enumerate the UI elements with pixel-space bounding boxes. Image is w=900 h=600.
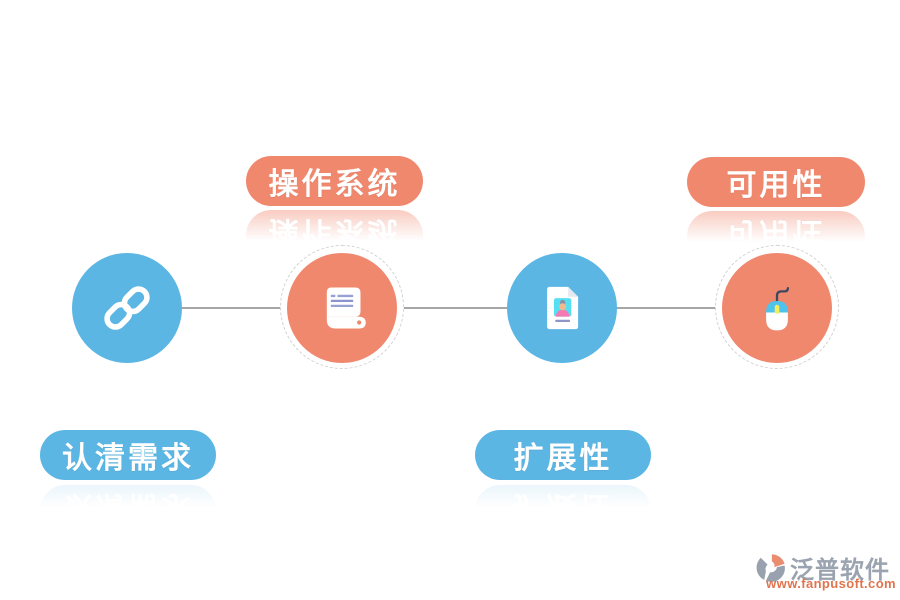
pill-recognize-needs-label: 认清需求: [62, 442, 194, 475]
computer-mouse-icon: [766, 287, 790, 331]
connector-line: [127, 307, 777, 309]
pill-operating-system: 操作系统: [246, 156, 423, 206]
brand-name: 泛普软件: [790, 557, 890, 584]
brand-footer: 泛普软件 www.fanpusoft.com: [752, 548, 898, 594]
pill-recognize-needs: 认清需求: [40, 430, 216, 480]
pill-extensibility-reflection: 扩展性: [475, 485, 651, 535]
pill-usability: 可用性: [687, 157, 865, 207]
id-photo-document-icon: [547, 286, 579, 330]
pill-extensibility-label: 扩展性: [513, 442, 613, 475]
pill-usability-label: 可用性: [726, 169, 826, 202]
brand-website: www.fanpusoft.com: [766, 576, 896, 591]
pill-operating-system-label: 操作系统: [268, 168, 401, 201]
pill-extensibility: 扩展性: [475, 430, 651, 480]
chain-link-icon: [104, 286, 150, 330]
scroll-document-icon: [326, 287, 366, 329]
node-mouse: [722, 253, 832, 363]
fanpu-logo-icon: [756, 554, 785, 582]
pill-recognize-needs-reflection: 认清需求: [40, 485, 216, 535]
node-scroll: [287, 253, 397, 363]
node-id-document: [507, 253, 617, 363]
node-link: [72, 253, 182, 363]
